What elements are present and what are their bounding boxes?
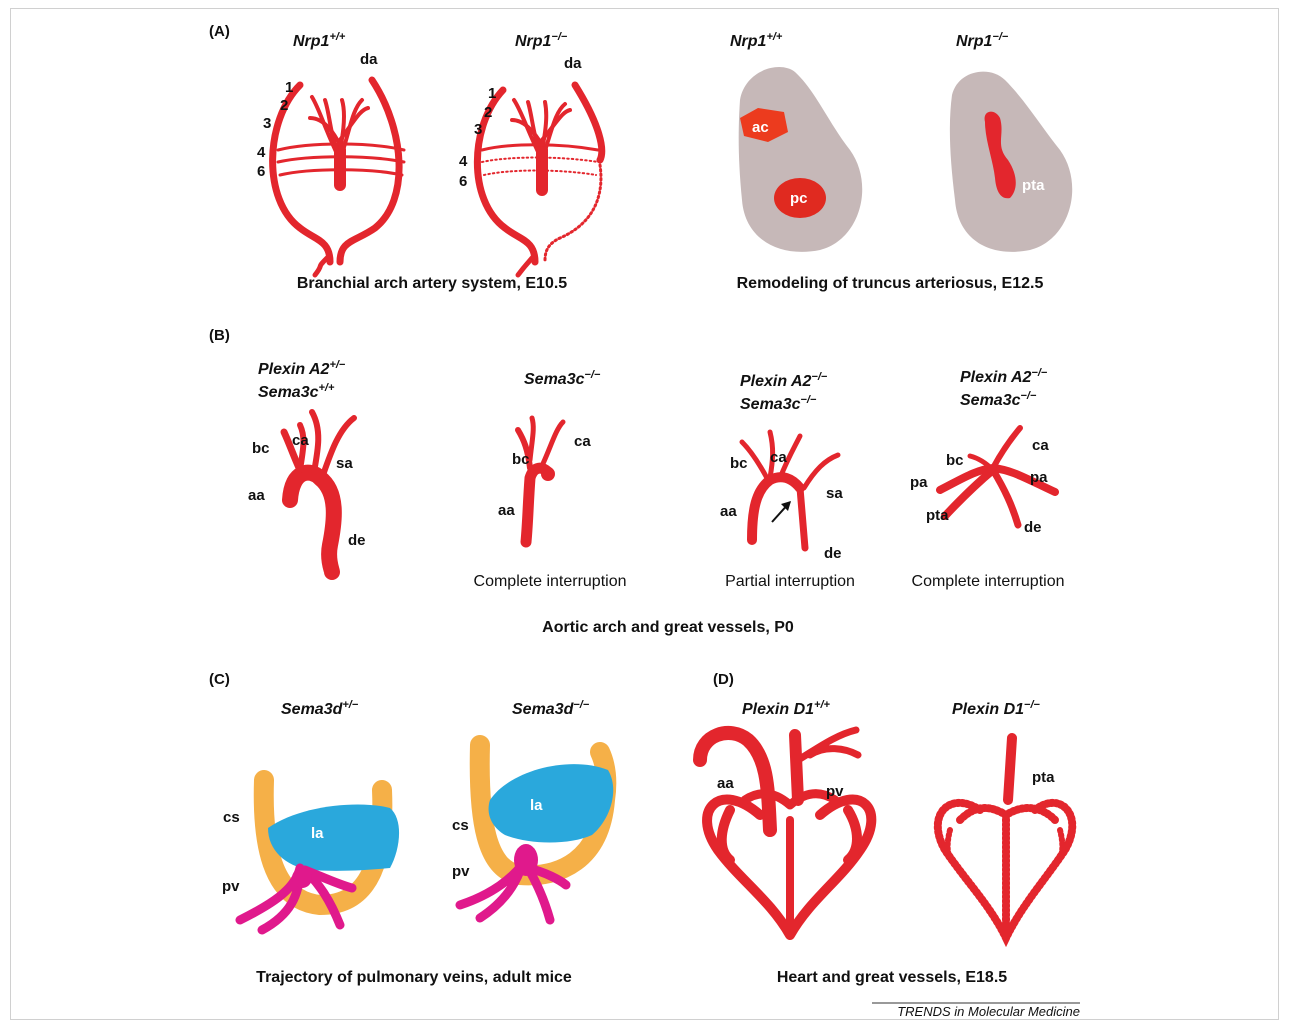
c2-cs: cs (452, 817, 469, 834)
arch-label-3-ko: 3 (474, 121, 482, 138)
genotype-b1-line2: Sema3c+/+ (258, 382, 335, 401)
aortic-arch-partial-interruption (742, 432, 838, 548)
arch-label-4-ko: 4 (459, 153, 468, 170)
journal-credit: TRENDS in Molecular Medicine (897, 1004, 1080, 1019)
b1-ca: ca (292, 432, 309, 449)
panel-label-d: (D) (713, 671, 734, 688)
pulmonary-veins-het (240, 780, 399, 930)
ac-label: ac (752, 119, 769, 136)
panel-label-c: (C) (209, 671, 230, 688)
arch-label-6-ko: 6 (459, 173, 467, 190)
b1-aa: aa (248, 487, 265, 504)
b4-ca: ca (1032, 437, 1049, 454)
b1-bc: bc (252, 440, 270, 457)
heart-normal (700, 730, 871, 935)
genotype-a4: Nrp1−/− (956, 31, 1009, 50)
d2-pta: pta (1032, 769, 1055, 786)
c2-la: la (530, 797, 543, 814)
b2-bc: bc (512, 451, 530, 468)
arch-label-2-ko: 2 (484, 104, 492, 121)
c1-la: la (311, 825, 324, 842)
c2-pv: pv (452, 863, 470, 880)
genotype-a1: Nrp1+/+ (293, 31, 346, 50)
branchial-arch-knockout (477, 85, 601, 275)
subcaption-b3: Partial interruption (725, 573, 855, 590)
d1-pv: pv (826, 783, 844, 800)
caption-aortic-arch: Aortic arch and great vessels, P0 (542, 619, 794, 636)
genotype-d1: Plexin D1+/+ (742, 699, 831, 718)
truncus-knockout (950, 72, 1072, 252)
arch-label-3: 3 (263, 115, 271, 132)
genotype-b2: Sema3c−/− (524, 369, 601, 388)
b3-aa: aa (720, 503, 737, 520)
b3-bc: bc (730, 455, 748, 472)
pc-label: pc (790, 190, 808, 207)
arch-label-4: 4 (257, 144, 266, 161)
b3-sa: sa (826, 485, 843, 502)
b2-ca: ca (574, 433, 591, 450)
caption-branchial-arch: Branchial arch artery system, E10.5 (297, 275, 567, 292)
b4-pa-left: pa (910, 474, 928, 491)
d1-aa: aa (717, 775, 734, 792)
panel-label-b: (B) (209, 327, 230, 344)
pulmonary-veins-ko (460, 745, 613, 920)
b1-de: de (348, 532, 366, 549)
genotype-b3-line2: Sema3c−/− (740, 394, 817, 413)
arch-label-6: 6 (257, 163, 265, 180)
aortic-arch-sema3c-ko (518, 418, 563, 542)
genotype-b1-line1: Plexin A2+/− (258, 359, 346, 378)
b4-de: de (1024, 519, 1042, 536)
panel-label-a: (A) (209, 23, 230, 40)
c1-cs: cs (223, 809, 240, 826)
b3-ca: ca (770, 449, 787, 466)
caption-heart: Heart and great vessels, E18.5 (777, 969, 1007, 986)
c1-pv: pv (222, 878, 240, 895)
arch-label-1-ko: 1 (488, 85, 496, 102)
b3-de: de (824, 545, 842, 562)
b1-sa: sa (336, 455, 353, 472)
arch-label-2: 2 (280, 97, 288, 114)
b4-pta: pta (926, 507, 949, 524)
genotype-c1: Sema3d+/− (281, 699, 359, 718)
genotype-d2: Plexin D1−/− (952, 699, 1041, 718)
da-label-knockout: da (564, 55, 582, 72)
pta-label-truncus: pta (1022, 177, 1045, 194)
arch-label-1: 1 (285, 79, 293, 96)
caption-pulmonary-veins: Trajectory of pulmonary veins, adult mic… (256, 969, 572, 986)
genotype-b3-line1: Plexin A2−/− (740, 371, 828, 390)
genotype-a2: Nrp1−/− (515, 31, 568, 50)
b4-bc: bc (946, 452, 964, 469)
heart-knockout (938, 738, 1072, 938)
truncus-wildtype (739, 67, 863, 252)
da-label-wildtype: da (360, 51, 378, 68)
branchial-arch-wildtype (273, 80, 404, 275)
caption-truncus: Remodeling of truncus arteriosus, E12.5 (737, 275, 1044, 292)
genotype-b4-line1: Plexin A2−/− (960, 367, 1048, 386)
subcaption-b4: Complete interruption (912, 573, 1065, 590)
genotype-c2: Sema3d−/− (512, 699, 590, 718)
genotype-b4-line2: Sema3c−/− (960, 390, 1037, 409)
b4-pa-right: pa (1030, 469, 1048, 486)
genotype-a3: Nrp1+/+ (730, 31, 783, 50)
b2-aa: aa (498, 502, 515, 519)
subcaption-b2: Complete interruption (474, 573, 627, 590)
